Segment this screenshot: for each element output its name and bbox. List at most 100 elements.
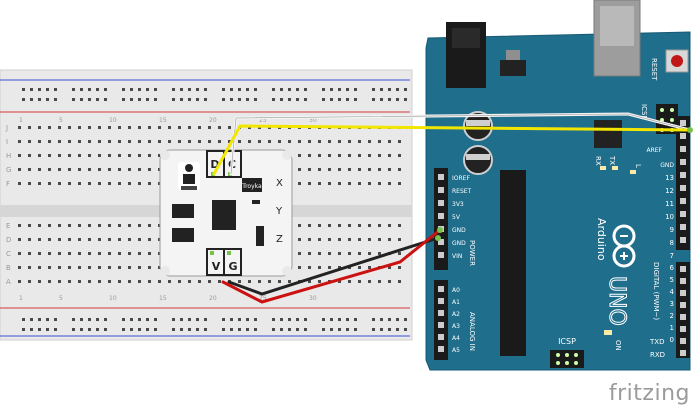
rail-hole xyxy=(388,88,391,91)
reset-button[interactable] xyxy=(665,49,689,73)
row-letter: D xyxy=(6,236,11,244)
digital-pin-label: 2 xyxy=(670,312,674,320)
breadboard-hole xyxy=(168,126,171,129)
breadboard-hole xyxy=(38,266,41,269)
power-pin-label: 5V xyxy=(452,214,461,221)
on-label: ON xyxy=(614,340,622,351)
breadboard-hole xyxy=(38,182,41,185)
rail-hole xyxy=(188,318,191,321)
breadboard-hole xyxy=(118,168,121,171)
breadboard-hole xyxy=(128,224,131,227)
digital-pin-label: 4 xyxy=(670,288,675,296)
module-brand: Troyka xyxy=(241,183,262,190)
breadboard-hole xyxy=(318,182,321,185)
rail-hole xyxy=(388,328,391,331)
red-wire[interactable] xyxy=(221,228,442,304)
breadboard-hole xyxy=(38,280,41,283)
breadboard-hole xyxy=(138,224,141,227)
row-letter: G xyxy=(6,166,11,174)
wires xyxy=(212,112,693,304)
breadboard-hole xyxy=(68,280,71,283)
rail-hole xyxy=(180,318,183,321)
breadboard-hole xyxy=(68,266,71,269)
breadboard-hole xyxy=(188,140,191,143)
breadboard-hole xyxy=(308,168,311,171)
breadboard-hole xyxy=(318,154,321,157)
analog-section-label: ANALOG IN xyxy=(468,312,476,351)
breadboard-hole xyxy=(398,182,401,185)
rail-hole xyxy=(54,318,57,321)
rail-hole xyxy=(54,98,57,101)
breadboard-hole xyxy=(338,168,341,171)
column-number: 30 xyxy=(309,295,317,302)
breadboard-hole xyxy=(108,224,111,227)
row-letter: C xyxy=(6,250,11,258)
breadboard-hole xyxy=(338,238,341,241)
column-number: 20 xyxy=(209,117,217,124)
breadboard-hole xyxy=(138,154,141,157)
breadboard-hole xyxy=(158,280,161,283)
rail-hole xyxy=(380,88,383,91)
breadboard-hole xyxy=(128,280,131,283)
rx-label: RX xyxy=(594,156,602,166)
breadboard-hole xyxy=(348,224,351,227)
rail-hole xyxy=(154,88,157,91)
breadboard-hole xyxy=(388,182,391,185)
breadboard-hole xyxy=(358,140,361,143)
rail-hole xyxy=(230,98,233,101)
rail-hole xyxy=(22,98,25,101)
breadboard-hole xyxy=(338,182,341,185)
breadboard-hole xyxy=(328,238,331,241)
breadboard-hole xyxy=(48,280,51,283)
column-number: 20 xyxy=(209,295,217,302)
rail-hole xyxy=(130,88,133,91)
header-hole xyxy=(680,278,686,284)
rail-hole xyxy=(238,318,241,321)
breadboard-hole xyxy=(248,280,251,283)
breadboard-hole xyxy=(388,224,391,227)
accelerometer-module[interactable]: D C V G Troyka X Y Z xyxy=(159,149,293,277)
rail-hole xyxy=(122,98,125,101)
breadboard-hole xyxy=(208,126,211,129)
rail-hole xyxy=(272,98,275,101)
pin-label-g: G xyxy=(228,260,237,273)
header-hole xyxy=(438,174,444,180)
arduino-brand: Arduino xyxy=(595,218,608,261)
breadboard-hole xyxy=(28,140,31,143)
breadboard-hole xyxy=(48,252,51,255)
breadboard-hole xyxy=(318,224,321,227)
breadboard-hole xyxy=(268,140,271,143)
breadboard-hole xyxy=(318,266,321,269)
rail-hole xyxy=(330,328,333,331)
breadboard-hole xyxy=(38,154,41,157)
rail-hole xyxy=(22,328,25,331)
breadboard-hole xyxy=(388,238,391,241)
breadboard-hole xyxy=(228,126,231,129)
breadboard-hole xyxy=(138,266,141,269)
yellow-wire[interactable] xyxy=(212,124,692,176)
breadboard-hole xyxy=(118,126,121,129)
rail-hole xyxy=(330,98,333,101)
breadboard-hole xyxy=(298,224,301,227)
breadboard-hole xyxy=(118,140,121,143)
breadboard-hole xyxy=(318,238,321,241)
rail-hole xyxy=(372,98,375,101)
rail-hole xyxy=(38,318,41,321)
arduino-uno-board[interactable]: RESET ICSP TX RX L AREF GND xyxy=(425,0,691,371)
breadboard-hole xyxy=(108,280,111,283)
breadboard-hole xyxy=(98,140,101,143)
breadboard-hole xyxy=(308,182,311,185)
breadboard-hole xyxy=(18,280,21,283)
rail-hole xyxy=(146,88,149,91)
rail-hole xyxy=(296,328,299,331)
txd-label: TXD xyxy=(649,338,664,346)
rail-hole xyxy=(222,328,225,331)
breadboard-hole xyxy=(78,280,81,283)
rail-hole xyxy=(396,318,399,321)
header-hole xyxy=(438,213,444,219)
digital-pin-label: 5 xyxy=(670,276,674,284)
black-wire[interactable] xyxy=(227,236,440,296)
rail-hole xyxy=(88,88,91,91)
breadboard-hole xyxy=(28,266,31,269)
breadboard-hole xyxy=(158,266,161,269)
